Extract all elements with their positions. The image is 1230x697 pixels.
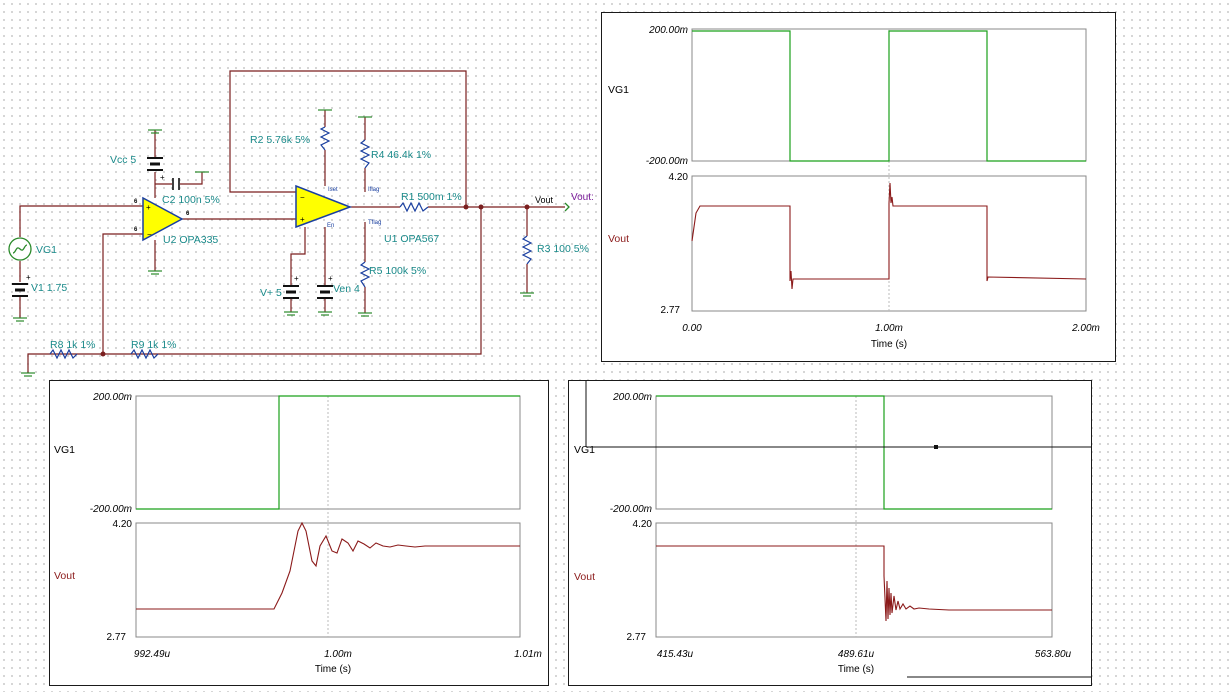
vout-plot-frame — [691, 175, 1087, 312]
r8-label: R8 1k 1% — [50, 339, 96, 351]
r8-symbol — [49, 348, 78, 360]
vout-plot-frame — [655, 522, 1053, 638]
c2-symbol — [172, 178, 180, 190]
z2-x-tick-1: 489.61u — [838, 649, 875, 660]
vout-port-label: Vout: — [571, 192, 594, 203]
vg1-trace — [136, 395, 520, 510]
svg-text:+: + — [300, 215, 305, 224]
z2-y-top-max: 200.00m — [612, 392, 652, 403]
main-y-top-max: 200.00m — [648, 25, 688, 36]
z1-x-tick-2: 1.01m — [514, 649, 542, 660]
u2-opamp-symbol[interactable] — [142, 196, 184, 242]
z2-y-bot-max: 4.20 — [633, 519, 653, 530]
u2-pin-in-top: 6 — [134, 199, 138, 205]
opamp-signs: + − − + — [146, 193, 305, 239]
z1-y-bot-max: 4.20 — [113, 519, 133, 530]
r5-label: R5 100k 5% — [369, 265, 426, 277]
svg-text:+: + — [294, 274, 299, 283]
vg1-trace — [656, 395, 1052, 510]
z2-signal-vout: Vout — [574, 571, 595, 583]
u1-opamp-symbol[interactable] — [295, 184, 353, 229]
cursor-handle[interactable] — [934, 445, 938, 449]
z2-signal-vg1: VG1 — [574, 444, 595, 456]
vout-trace — [136, 521, 520, 610]
r4-symbol — [359, 139, 371, 169]
main-signal-vg1: VG1 — [608, 84, 629, 96]
u2-pin-in-bot: 6 — [134, 227, 138, 233]
main-y-bot-max: 4.20 — [669, 172, 689, 183]
u2-pin-out: 6 — [186, 211, 190, 217]
z1-y-bot-min: 2.77 — [107, 632, 127, 643]
r9-symbol — [130, 348, 159, 360]
vout-trace — [656, 545, 1052, 622]
polarity-marks: + + + + — [26, 173, 333, 283]
c2-label: C2 100n 5% — [162, 194, 220, 206]
z1-y-top-min: -200.00m — [90, 504, 132, 515]
vg1-label: VG1 — [36, 244, 57, 256]
z1-x-tick-0: 992.49u — [134, 649, 171, 660]
r9-label: R9 1k 1% — [131, 339, 177, 351]
svg-text:+: + — [328, 274, 333, 283]
u1-pin-iflag: Iflag — [368, 187, 379, 193]
z2-xlabel: Time (s) — [838, 664, 874, 675]
z1-signal-vout: Vout — [54, 570, 75, 582]
vcc-label: Vcc 5 — [110, 154, 136, 166]
r1-symbol — [399, 201, 429, 213]
u2-label: U2 OPA335 — [163, 234, 218, 246]
z2-y-bot-min: 2.77 — [627, 632, 647, 643]
vg1-trace — [692, 30, 1086, 162]
svg-text:−: − — [300, 193, 305, 202]
vout-port-arrow[interactable] — [564, 202, 570, 212]
resistors — [49, 126, 533, 360]
u1-pin-en: En — [327, 223, 334, 229]
main-y-bot-min: 2.77 — [661, 305, 681, 316]
junctions — [100, 204, 530, 357]
wires — [19, 70, 565, 373]
main-xlabel: Time (s) — [871, 339, 907, 350]
vout-net-label: Vout — [535, 195, 554, 205]
svg-text:+: + — [160, 173, 165, 182]
svg-text:+: + — [26, 273, 31, 282]
plot-panel-zoom1[interactable]: 200.00m -200.00m 4.20 2.77 VG1 Vout 992.… — [49, 380, 549, 686]
main-x-tick-1: 1.00m — [875, 323, 903, 334]
z2-x-tick-2: 563.80u — [1035, 649, 1072, 660]
plot-panel-main[interactable]: 200.00m -200.00m 4.20 2.77 VG1 Vout 0.00… — [601, 12, 1116, 362]
v1-label: V1 1.75 — [31, 282, 67, 294]
main-signal-vout: Vout — [608, 233, 629, 245]
vg1-plot-frame — [655, 395, 1053, 510]
vout-trace — [691, 182, 1087, 290]
vplus-label: V+ 5 — [260, 287, 282, 299]
r2-symbol — [319, 126, 331, 151]
plot-panel-zoom2[interactable]: 200.00m -200.00m 4.20 2.77 VG1 Vout 415.… — [568, 380, 1092, 686]
r3-label: R3 100 5% — [537, 243, 589, 255]
z1-y-top-max: 200.00m — [92, 392, 132, 403]
u1-pin-iset: Iset — [328, 187, 338, 193]
vg1-source — [8, 237, 32, 261]
z1-x-tick-1: 1.00m — [324, 649, 352, 660]
svg-text:+: + — [146, 203, 151, 212]
u1-pin-tflag: Tflag — [368, 220, 381, 226]
u1-label: U1 OPA567 — [384, 233, 439, 245]
r1-label: R1 500m 1% — [401, 191, 462, 203]
r4-label: R4 46.4k 1% — [371, 149, 431, 161]
ground-symbols — [13, 109, 534, 377]
main-x-tick-2: 2.00m — [1071, 323, 1100, 334]
z1-xlabel: Time (s) — [315, 664, 351, 675]
main-x-tick-0: 0.00 — [682, 323, 702, 334]
svg-text:−: − — [147, 230, 152, 239]
r5-symbol — [359, 261, 371, 288]
z2-y-top-min: -200.00m — [610, 504, 652, 515]
r3-symbol — [521, 235, 533, 265]
main-y-top-min: -200.00m — [646, 156, 688, 167]
z2-x-tick-0: 415.43u — [657, 649, 694, 660]
battery-symbols — [12, 157, 333, 299]
r2-label: R2 5.76k 5% — [250, 134, 310, 146]
z1-signal-vg1: VG1 — [54, 444, 75, 456]
ven-label: Ven 4 — [333, 283, 360, 295]
